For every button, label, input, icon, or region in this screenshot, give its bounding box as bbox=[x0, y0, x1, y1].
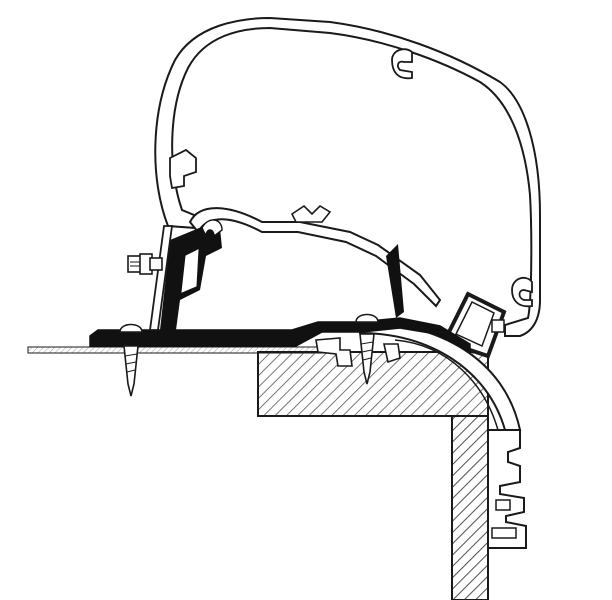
awning-case-profile bbox=[154, 16, 541, 337]
rail-clips bbox=[315, 337, 401, 367]
wall-adapter-rail bbox=[89, 219, 471, 354]
mounting-bracket bbox=[127, 225, 174, 331]
screw-left bbox=[119, 323, 143, 397]
inner-spar bbox=[188, 204, 442, 308]
screw-right bbox=[355, 313, 379, 385]
side-rail-profile bbox=[487, 429, 527, 549]
roof-corner-section bbox=[257, 351, 489, 600]
